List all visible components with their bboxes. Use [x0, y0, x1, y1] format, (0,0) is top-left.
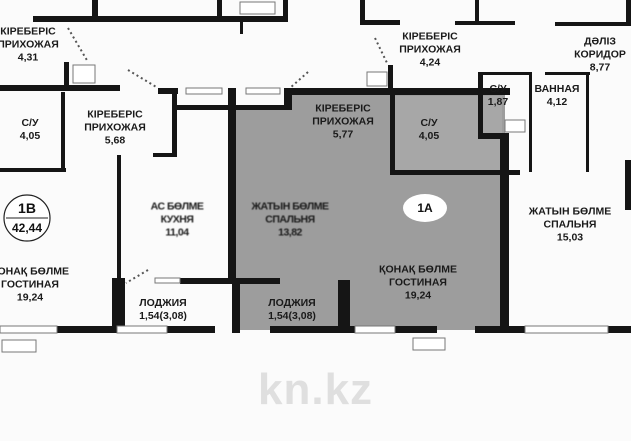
unit-1a-id: 1A [417, 201, 433, 215]
walls [0, 0, 631, 333]
unit-1b-id: 1B [18, 200, 36, 216]
windows [0, 1, 609, 353]
door-swings [67, 27, 389, 284]
unit-1a-ellipse [403, 194, 447, 222]
watermark: kn.kz [258, 365, 374, 414]
unit-1b-area: 42,44 [11, 221, 43, 235]
